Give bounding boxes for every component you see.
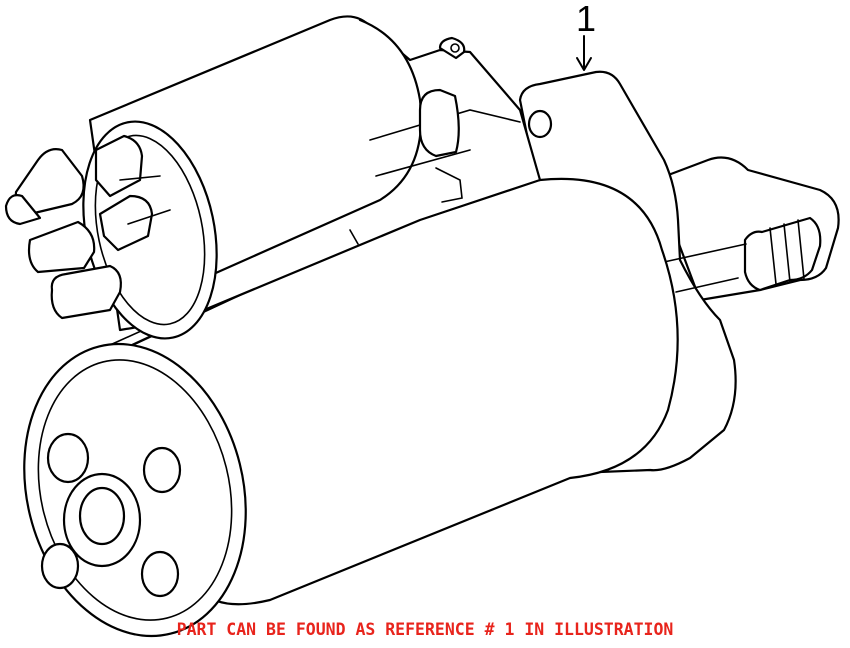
- reference-arrow: [576, 35, 592, 71]
- reference-caption: PART CAN BE FOUND AS REFERENCE # 1 IN IL…: [176, 620, 674, 639]
- motor-end-cover: [23, 342, 247, 638]
- solenoid-end-cap: [4, 120, 218, 340]
- drive-nose: [653, 156, 840, 302]
- reference-number-label: 1: [575, 0, 597, 39]
